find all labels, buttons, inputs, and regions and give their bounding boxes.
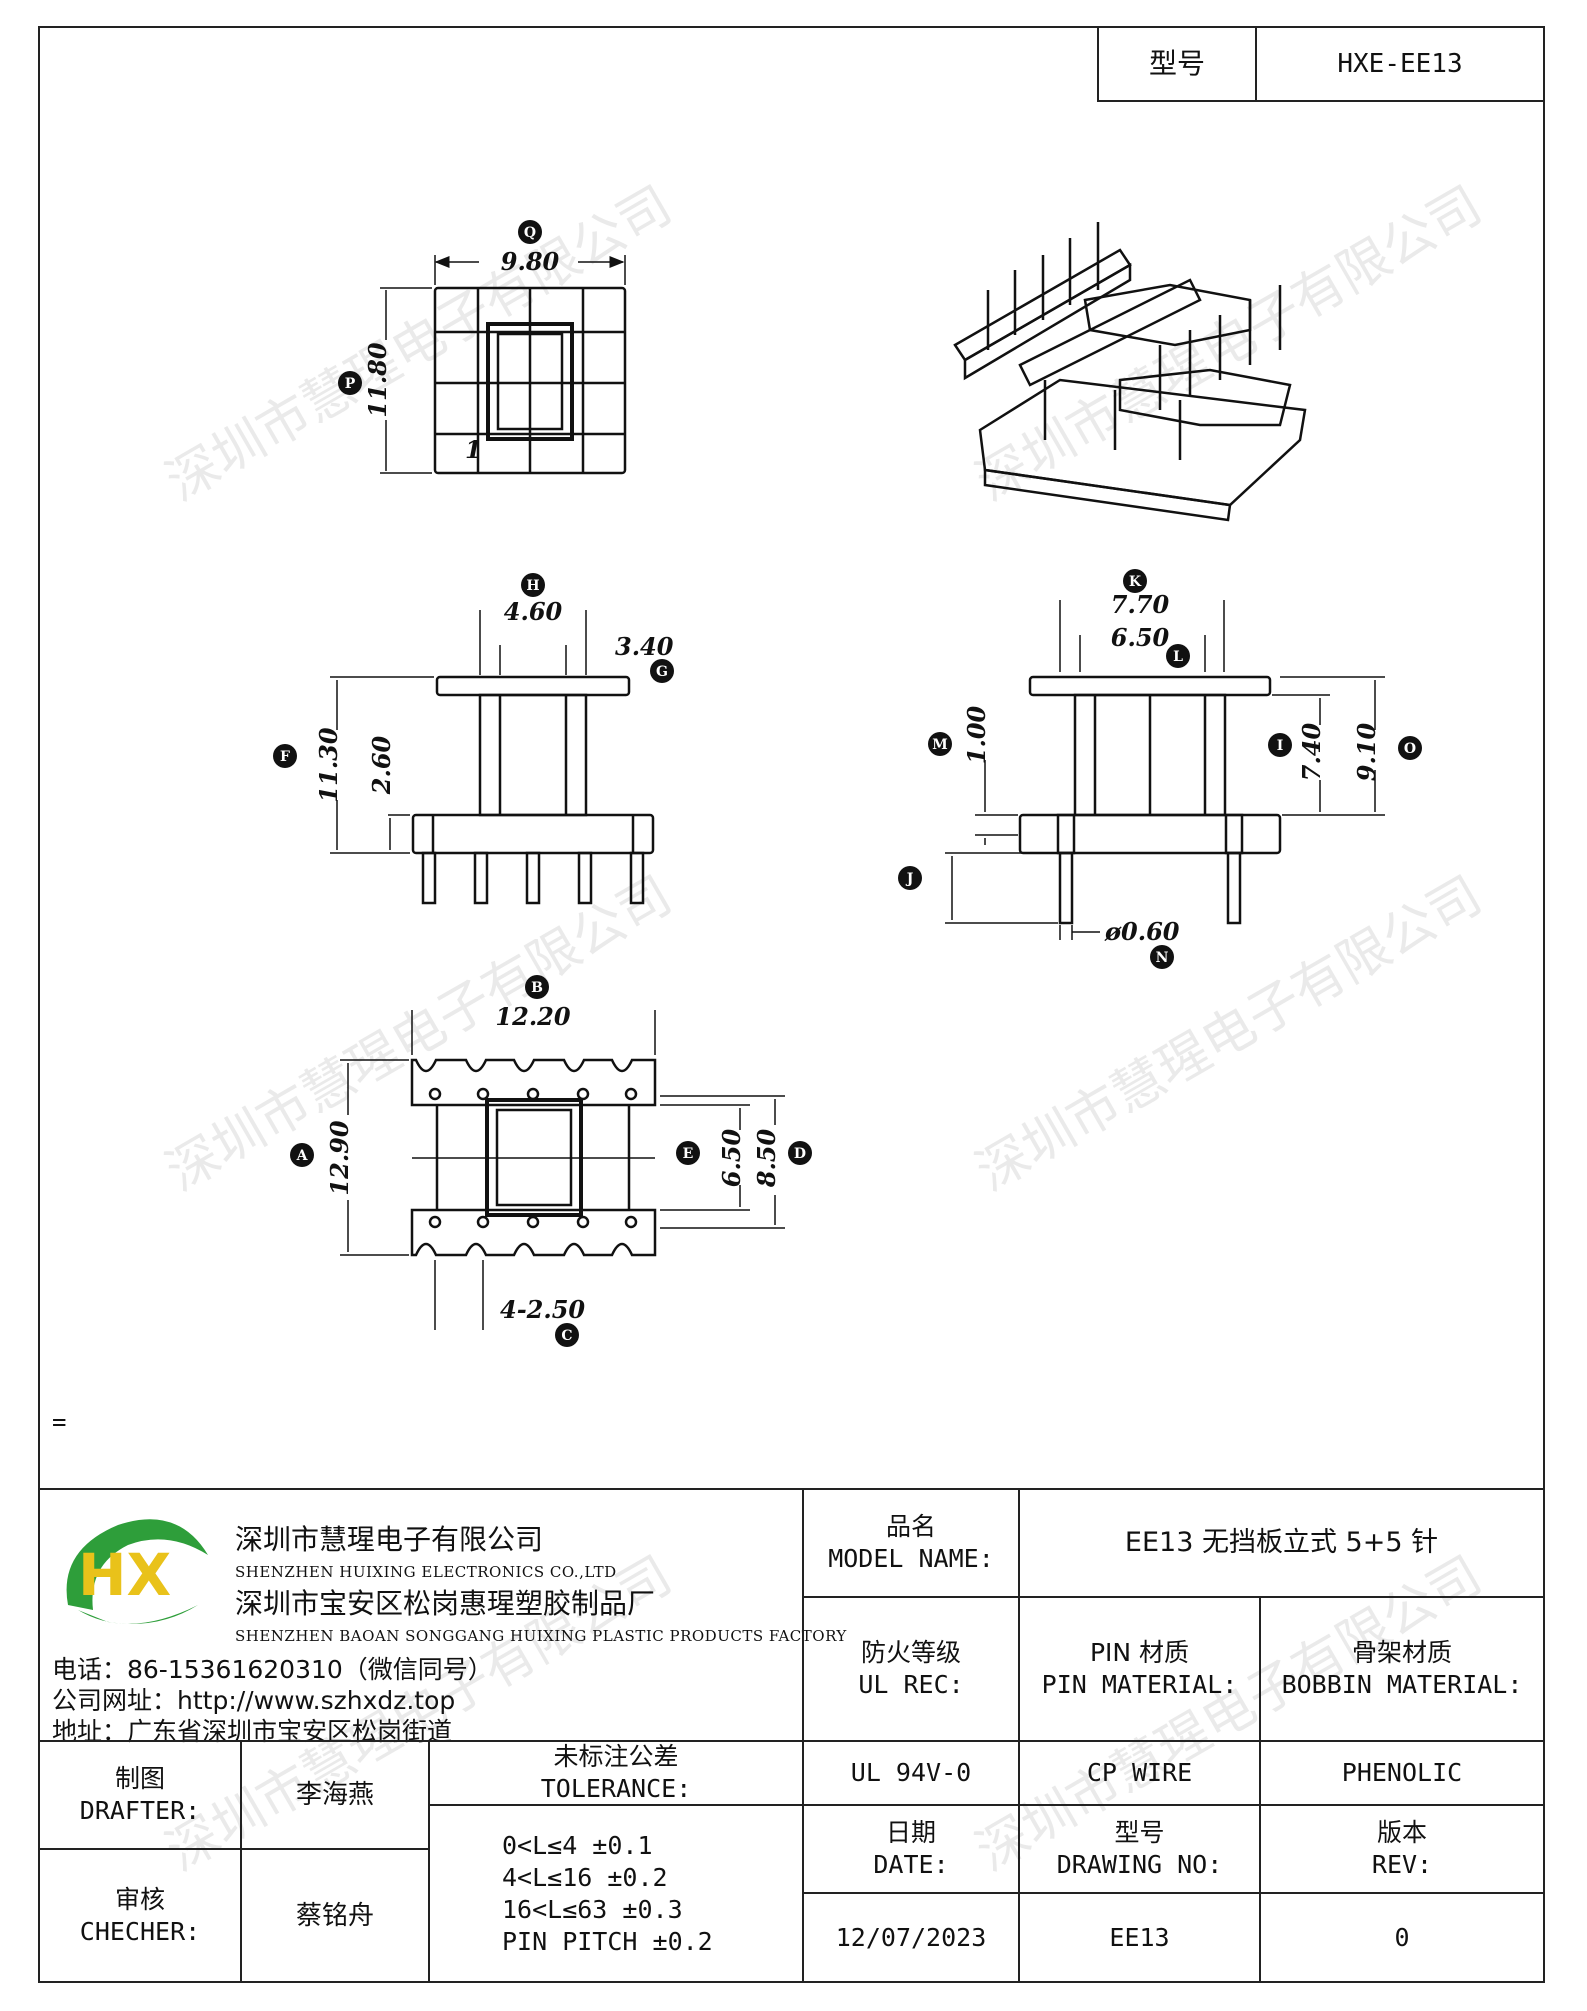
label-i: I <box>1277 738 1284 754</box>
tolerance-line: 16<L≤63 ±0.3 <box>502 1894 683 1924</box>
drawing-no-label-cell: 型号 DRAWING NO: <box>1018 1804 1261 1894</box>
dim-k: 7.70 <box>1111 590 1170 619</box>
model-name-label-en: MODEL NAME: <box>828 1544 994 1573</box>
ul-value: UL 94V-0 <box>802 1740 1020 1806</box>
side-view <box>945 600 1385 940</box>
checker-label-cell: 审核 CHECHER: <box>38 1848 242 1983</box>
drafter-label-cell: 制图 DRAFTER: <box>38 1740 242 1850</box>
checker-value: 蔡铭舟 <box>240 1848 430 1983</box>
company-name-cn: 深圳市慧瑆电子有限公司 <box>235 1523 544 1556</box>
top-view <box>380 255 627 475</box>
label-q: Q <box>524 225 536 241</box>
date-value: 12/07/2023 <box>802 1892 1020 1983</box>
label-b: B <box>531 980 543 996</box>
dim-b: 12.20 <box>495 1002 570 1031</box>
drafter-label-cn: 制图 <box>114 1764 165 1793</box>
title-block-divider <box>38 1488 1545 1490</box>
label-p: P <box>345 376 356 392</box>
rev-label-cell: 版本 REV: <box>1259 1804 1545 1894</box>
drawing-no-label-en: DRAWING NO: <box>1056 1850 1223 1879</box>
label-m: M <box>932 737 948 753</box>
dim-n: ø0.60 <box>1104 917 1180 946</box>
company-name-en: SHENZHEN HUIXING ELECTRONICS CO.,LTD <box>235 1563 617 1581</box>
label-n: N <box>1156 950 1169 966</box>
tolerance-label-en: TOLERANCE: <box>540 1774 692 1803</box>
drawing-no-value: EE13 <box>1018 1892 1261 1983</box>
dim-p: 11.80 <box>363 342 392 417</box>
company-phone: 电话：86-15361620310（微信同号） <box>52 1655 493 1684</box>
pin-material-label-en: PIN MATERIAL: <box>1041 1670 1238 1699</box>
dim-i: 7.40 <box>1297 722 1326 781</box>
dim-g: 3.40 <box>615 632 674 661</box>
ul-label-cn: 防火等级 <box>860 1638 961 1667</box>
logo-letters: HX <box>78 1541 171 1609</box>
bobbin-material-label-cn: 骨架材质 <box>1351 1638 1452 1667</box>
bobbin-material-value: PHENOLIC <box>1259 1740 1545 1806</box>
label-g: G <box>656 664 668 680</box>
bottom-view <box>340 1010 785 1330</box>
tolerance-line: 0<L≤4 ±0.1 <box>502 1830 653 1860</box>
drafter-value: 李海燕 <box>240 1740 430 1850</box>
company-website: 公司网址：http://www.szhxdz.top <box>52 1686 456 1715</box>
date-label-cn: 日期 <box>885 1818 936 1847</box>
dim-e: 6.50 <box>717 1128 746 1187</box>
dim-d: 8.50 <box>752 1128 781 1188</box>
model-name-value: EE13 无挡板立式 5+5 针 <box>1018 1488 1545 1598</box>
header-model-value: HXE-EE13 <box>1255 26 1545 102</box>
front-view <box>330 610 655 905</box>
tolerance-line: PIN PITCH ±0.2 <box>502 1926 713 1956</box>
dim-c: 4-2.50 <box>500 1295 585 1324</box>
date-label-cell: 日期 DATE: <box>802 1804 1020 1894</box>
pin-material-value: CP WIRE <box>1018 1740 1261 1806</box>
technical-drawing: Q 9.80 P 11.80 1 H 4.60 3.40 G F 11.30 2… <box>273 220 1422 1347</box>
label-k: K <box>1129 574 1142 590</box>
tolerance-line: 4<L≤16 ±0.2 <box>502 1862 668 1892</box>
dim-a: 12.90 <box>325 1120 354 1195</box>
date-label-en: DATE: <box>873 1850 949 1879</box>
isometric-view <box>953 222 1307 522</box>
bobbin-material-label-cell: 骨架材质 BOBBIN MATERIAL: <box>1259 1596 1545 1742</box>
model-name-label-cn: 品名 <box>885 1512 936 1541</box>
tolerance-values-cell: 0<L≤4 ±0.1 4<L≤16 ±0.2 16<L≤63 ±0.3 PIN … <box>428 1804 804 1983</box>
tolerance-label-cn: 未标注公差 <box>553 1742 679 1771</box>
label-f: F <box>280 749 290 765</box>
tolerance-label-cell: 未标注公差 TOLERANCE: <box>428 1740 804 1806</box>
dim-m: 1.00 <box>962 705 991 764</box>
dim-f: 11.30 <box>314 727 343 802</box>
label-o: O <box>1404 741 1416 757</box>
company-logo-icon: HX <box>66 1519 208 1624</box>
label-j: J <box>905 871 914 887</box>
model-name-label-cell: 品名 MODEL NAME: <box>802 1488 1020 1598</box>
pin-material-label-cn: PIN 材质 <box>1089 1638 1190 1667</box>
factory-name-en: SHENZHEN BAOAN SONGGANG HUIXING PLASTIC … <box>235 1627 847 1645</box>
dim-h: 4.60 <box>504 597 563 626</box>
dim-f2: 2.60 <box>367 735 396 795</box>
rev-value: 0 <box>1259 1892 1545 1983</box>
dim-q: 9.80 <box>501 247 560 276</box>
rev-label-cn: 版本 <box>1376 1818 1427 1847</box>
factory-name-cn: 深圳市宝安区松岗惠瑆塑胶制品厂 <box>235 1587 656 1620</box>
ul-label-en: UL REC: <box>858 1670 964 1699</box>
pin-material-label-cell: PIN 材质 PIN MATERIAL: <box>1018 1596 1261 1742</box>
checker-label-cn: 审核 <box>114 1884 165 1914</box>
label-h: H <box>526 578 539 594</box>
label-a: A <box>296 1148 309 1164</box>
drawing-note: = <box>52 1408 67 1436</box>
checker-label-en: CHECHER: <box>79 1916 201 1946</box>
drafter-label-en: DRAFTER: <box>79 1796 201 1825</box>
dim-o: 9.10 <box>1352 722 1381 781</box>
dim-l: 6.50 <box>1111 623 1170 652</box>
ul-label-cell: 防火等级 UL REC: <box>802 1596 1020 1742</box>
label-d: D <box>794 1146 806 1162</box>
pin-one-marker: 1 <box>465 435 482 464</box>
rev-label-en: REV: <box>1371 1850 1433 1879</box>
bobbin-material-label-en: BOBBIN MATERIAL: <box>1281 1670 1523 1699</box>
label-e: E <box>683 1146 694 1162</box>
drawing-no-label-cn: 型号 <box>1114 1818 1165 1847</box>
label-c: C <box>561 1328 572 1344</box>
label-l: L <box>1173 649 1183 665</box>
